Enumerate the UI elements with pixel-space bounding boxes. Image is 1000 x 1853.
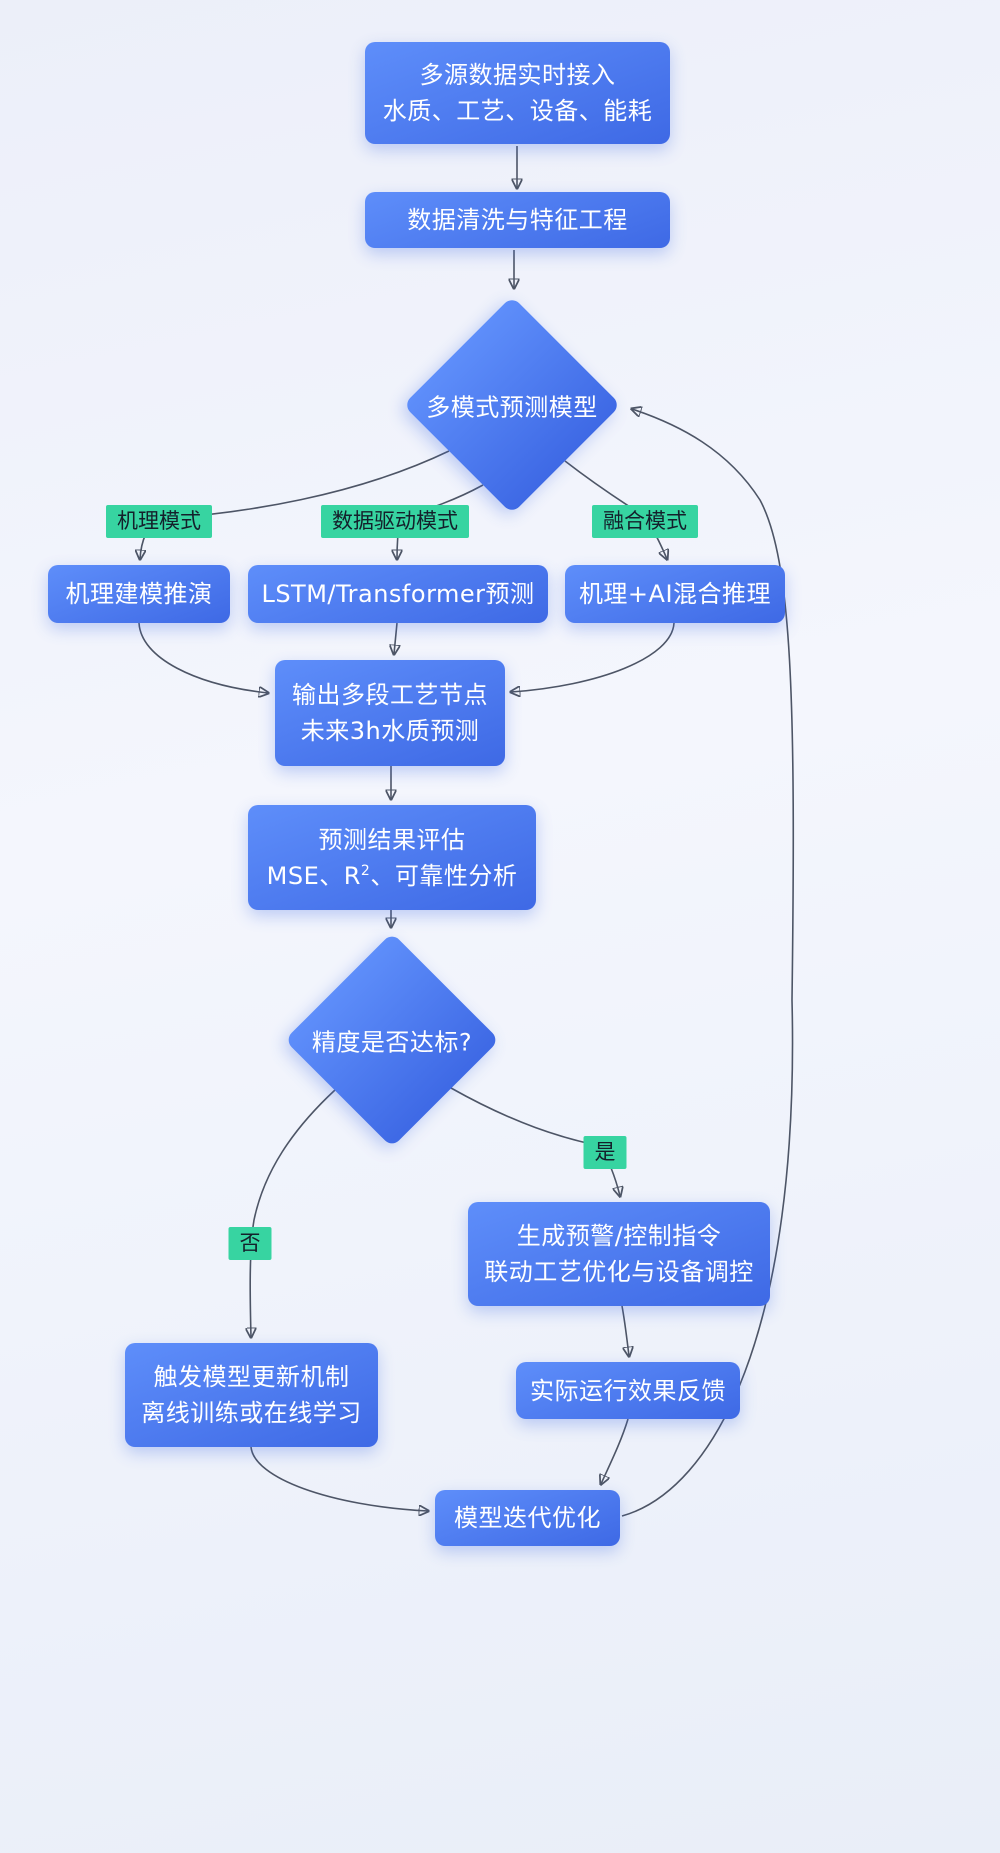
edge-feedback-iteration — [601, 1418, 629, 1484]
edge-label-no: 否 — [228, 1227, 272, 1260]
edge-accuracy-no-update — [250, 1089, 336, 1337]
node-model-update: 触发模型更新机制 离线训练或在线学习 — [125, 1343, 378, 1447]
node-prediction-output-line1: 输出多段工艺节点 — [292, 681, 488, 709]
node-model-iteration: 模型迭代优化 — [435, 1490, 620, 1546]
evaluation-r-squared-sup: 2 — [360, 862, 371, 879]
edge-control-feedback — [621, 1305, 629, 1356]
node-mechanism-model: 机理建模推演 — [48, 565, 230, 623]
node-control-instructions: 生成预警/控制指令 联动工艺优化与设备调控 — [468, 1202, 770, 1306]
edge-update-iteration — [250, 1446, 428, 1511]
edge-label-yes: 是 — [583, 1136, 627, 1169]
edge-mechanism-output — [138, 622, 268, 693]
node-data-cleaning-label: 数据清洗与特征工程 — [407, 206, 628, 234]
node-model-update-line1: 触发模型更新机制 — [153, 1363, 350, 1391]
edge-label-mechanism-mode: 机理模式 — [106, 505, 212, 538]
edge-datadriven-output — [394, 622, 397, 654]
node-model-iteration-label: 模型迭代优化 — [454, 1504, 601, 1532]
diamond-multi-mode-model-label: 多模式预测模型 — [426, 393, 598, 422]
node-lstm-transformer-label: LSTM/Transformer预测 — [261, 580, 535, 608]
node-mechanism-model-label: 机理建模推演 — [65, 580, 213, 608]
node-data-cleaning: 数据清洗与特征工程 — [365, 192, 670, 248]
node-data-ingest: 多源数据实时接入 水质、工艺、设备、能耗 — [365, 42, 670, 144]
evaluation-metrics-suffix: 、可靠性分析 — [370, 861, 518, 890]
node-operation-feedback-label: 实际运行效果反馈 — [530, 1376, 726, 1405]
node-evaluation-line2: MSE、R2、可靠性分析 — [267, 858, 518, 894]
node-prediction-output: 输出多段工艺节点 未来3h水质预测 — [275, 660, 505, 766]
node-prediction-output-line2: 未来3h水质预测 — [300, 717, 480, 745]
evaluation-metrics-prefix: MSE、R — [266, 861, 361, 890]
edge-label-fusion-mode: 融合模式 — [592, 505, 698, 538]
node-operation-feedback: 实际运行效果反馈 — [516, 1362, 740, 1419]
edge-fusion-output — [511, 622, 675, 692]
node-control-instructions-line2: 联动工艺优化与设备调控 — [484, 1258, 754, 1286]
node-model-update-line2: 离线训练或在线学习 — [141, 1399, 362, 1427]
node-hybrid-inference: 机理+AI混合推理 — [565, 565, 785, 623]
node-lstm-transformer: LSTM/Transformer预测 — [248, 565, 548, 623]
node-evaluation: 预测结果评估 MSE、R2、可靠性分析 — [248, 805, 536, 910]
edge-label-data-driven-mode: 数据驱动模式 — [321, 505, 469, 538]
node-hybrid-inference-label: 机理+AI混合推理 — [578, 580, 772, 608]
node-evaluation-line1: 预测结果评估 — [318, 825, 466, 854]
node-control-instructions-line1: 生成预警/控制指令 — [516, 1222, 722, 1250]
node-data-ingest-line1: 多源数据实时接入 — [419, 61, 616, 89]
node-data-ingest-line2: 水质、工艺、设备、能耗 — [382, 97, 653, 125]
diamond-accuracy-check-label: 精度是否达标? — [311, 1028, 473, 1057]
